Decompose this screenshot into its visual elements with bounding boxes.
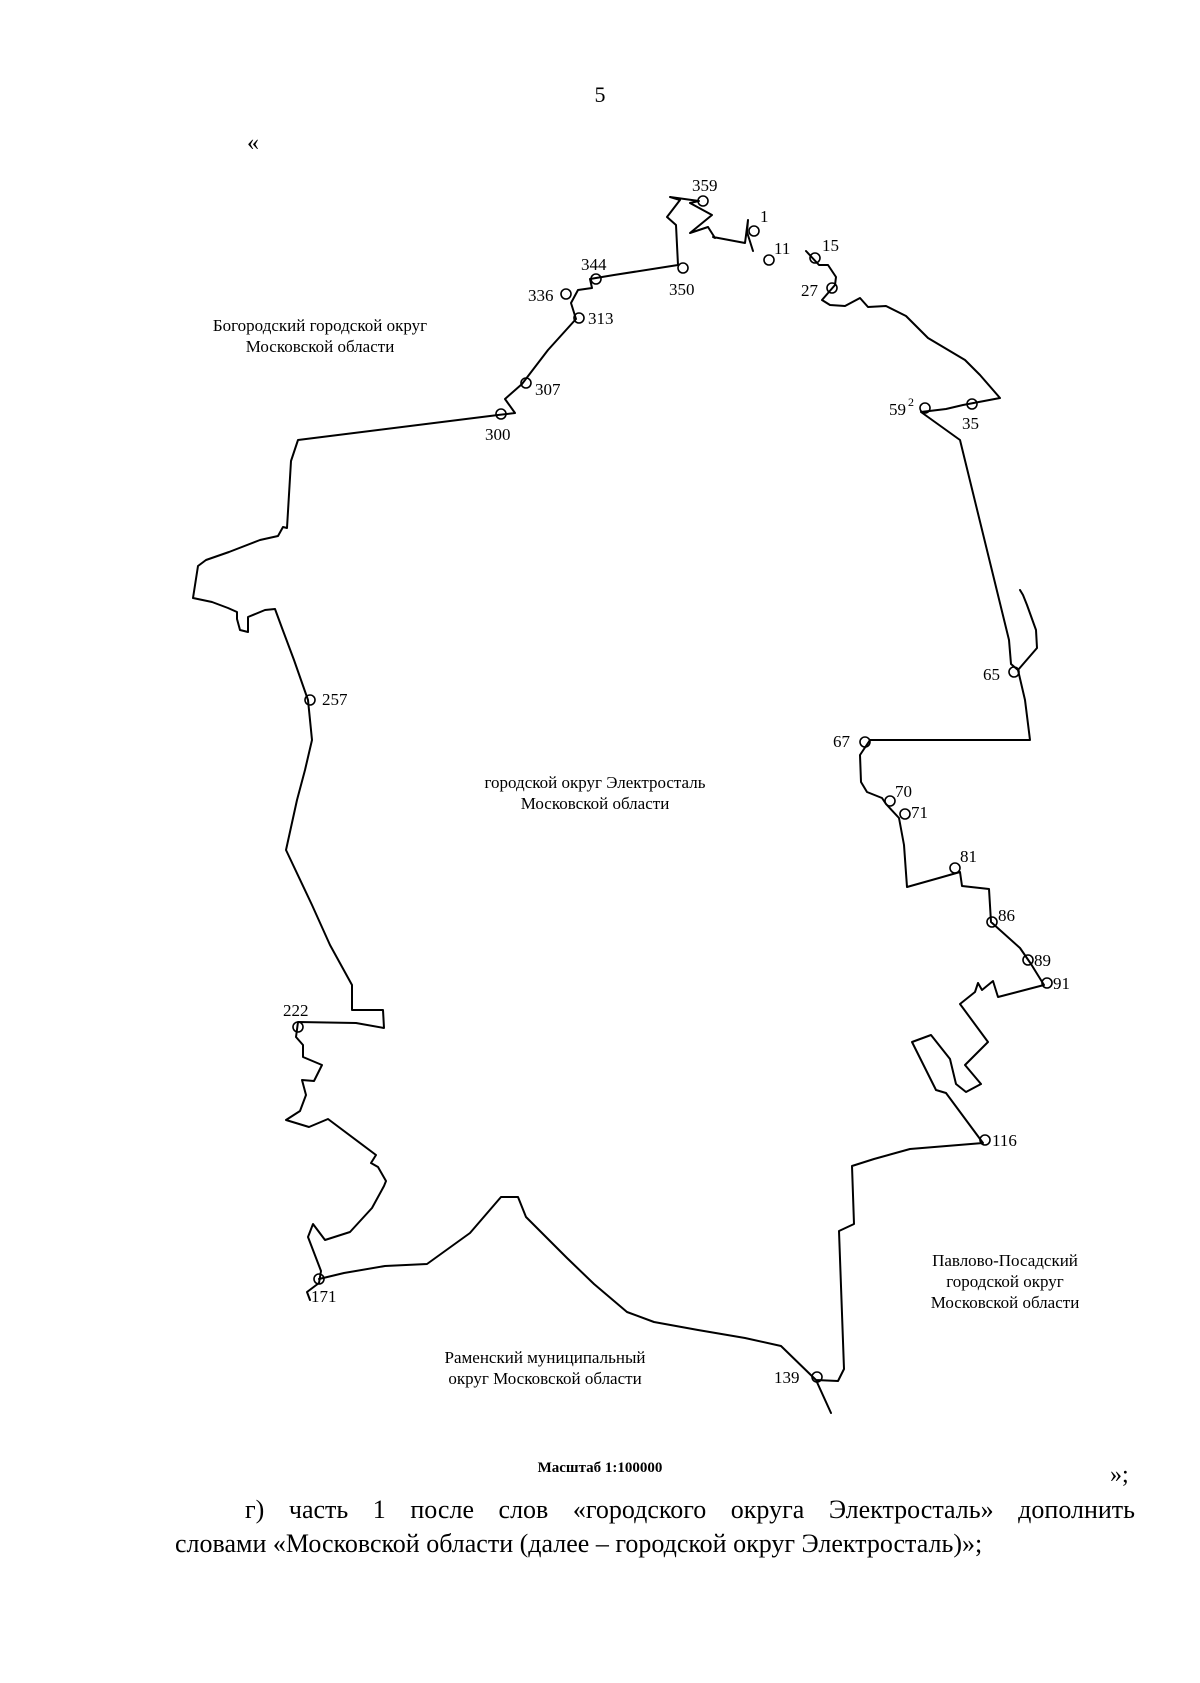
point-label: 11 bbox=[774, 239, 790, 258]
region-label-line: округ Московской области bbox=[448, 1369, 642, 1388]
point-marker bbox=[560, 288, 572, 300]
point-label: 70 bbox=[895, 782, 912, 801]
boundary-line bbox=[1017, 589, 1038, 671]
point-marker bbox=[899, 808, 911, 820]
point-marker bbox=[811, 1371, 823, 1383]
point-label: 15 bbox=[822, 236, 839, 255]
point-marker bbox=[677, 262, 689, 274]
point-marker bbox=[520, 377, 532, 389]
point-marker bbox=[826, 282, 838, 294]
point-label: 359 bbox=[692, 176, 718, 195]
point-label: 313 bbox=[588, 309, 614, 328]
point-marker bbox=[748, 225, 760, 237]
point-marker bbox=[809, 252, 821, 264]
point-label: 300 bbox=[485, 425, 511, 444]
opening-quote-mark: « bbox=[247, 130, 259, 156]
point-marker bbox=[1022, 954, 1034, 966]
point-marker bbox=[1008, 666, 1020, 678]
point-marker bbox=[304, 694, 316, 706]
point-label: 336 bbox=[528, 286, 554, 305]
point-label: 27 bbox=[801, 281, 819, 300]
point-marker bbox=[573, 312, 585, 324]
region-label-bogorodsky: Богородский городской округ Московской о… bbox=[170, 315, 470, 357]
point-label: 35 bbox=[962, 414, 979, 433]
point-marker bbox=[1041, 977, 1053, 989]
point-label: 222 bbox=[283, 1001, 309, 1020]
page-number: 5 bbox=[594, 82, 606, 107]
point-label: 81 bbox=[960, 847, 977, 866]
point-marker bbox=[884, 795, 896, 807]
region-label-line: Раменский муниципальный bbox=[444, 1348, 646, 1367]
point-label: 1 bbox=[760, 207, 769, 226]
point-marker bbox=[495, 408, 507, 420]
point-marker bbox=[966, 398, 978, 410]
region-label-line: Московской области bbox=[245, 337, 395, 356]
point-label: 91 bbox=[1053, 974, 1070, 993]
point-label: 344 bbox=[581, 255, 607, 274]
point-label: 59 bbox=[889, 400, 906, 419]
point-label: 86 bbox=[998, 906, 1015, 925]
region-label-line: Московской области bbox=[520, 794, 670, 813]
point-marker bbox=[763, 254, 775, 266]
boundary-line bbox=[318, 250, 1045, 1414]
point-label: 307 bbox=[535, 380, 561, 399]
point-label: 171 bbox=[311, 1287, 337, 1306]
point-marker bbox=[590, 273, 602, 285]
region-label-ramensky: Раменский муниципальный округ Московской… bbox=[405, 1347, 685, 1389]
point-marker bbox=[986, 916, 998, 928]
region-label-elektrostal: городской округ Электросталь Московской … bbox=[445, 772, 745, 814]
point-marker bbox=[979, 1134, 991, 1146]
region-label-line: Богородский городской округ bbox=[212, 316, 428, 335]
point-marker bbox=[919, 402, 931, 414]
region-label-line: городской округ bbox=[946, 1272, 1064, 1291]
point-label: 257 bbox=[322, 690, 348, 709]
point-marker bbox=[313, 1273, 325, 1285]
body-paragraph-line: словами «Московской области (далее – гор… bbox=[175, 1529, 983, 1558]
point-label: 89 bbox=[1034, 951, 1051, 970]
region-label-line: городской округ Электросталь bbox=[484, 773, 706, 792]
point-label: 350 bbox=[669, 280, 695, 299]
point-label: 2 bbox=[908, 395, 914, 409]
point-marker bbox=[859, 736, 871, 748]
map-scale: Масштаб 1:100000 bbox=[537, 1460, 663, 1476]
region-label-line: Московской области bbox=[930, 1293, 1080, 1312]
boundary-line bbox=[192, 196, 754, 1301]
point-label: 71 bbox=[911, 803, 928, 822]
point-label: 116 bbox=[992, 1131, 1017, 1150]
region-label-pavlovo-posad: Павлово-Посадский городской округ Москов… bbox=[890, 1250, 1120, 1313]
region-label-line: Павлово-Посадский bbox=[932, 1251, 1078, 1270]
point-marker bbox=[949, 862, 961, 874]
point-marker bbox=[292, 1021, 304, 1033]
closing-quote-mark: »; bbox=[1110, 1462, 1129, 1488]
point-label: 139 bbox=[774, 1368, 800, 1387]
point-marker bbox=[697, 195, 709, 207]
body-paragraph-line: г) часть 1 после слов «городского округа… bbox=[245, 1495, 1135, 1524]
point-label: 67 bbox=[833, 732, 851, 751]
point-label: 65 bbox=[983, 665, 1000, 684]
